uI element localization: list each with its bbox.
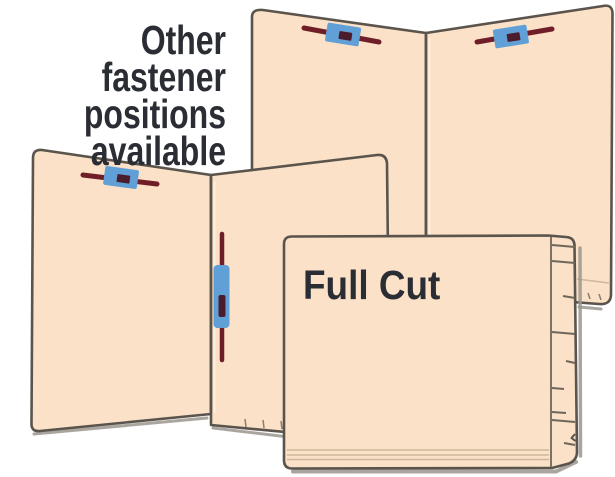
full-cut-label: Full Cut xyxy=(303,262,441,308)
full-cut-bottom-score-lines xyxy=(287,449,549,461)
left-folder-shadow xyxy=(32,416,209,436)
annotation-other-fastener-positions: Other fastener positions available xyxy=(83,17,226,174)
left-folder-left-panel xyxy=(30,148,213,433)
fastener-slot xyxy=(116,174,131,184)
fastener-slot xyxy=(338,31,353,41)
fastener-slot xyxy=(506,32,521,42)
fastener-vertical xyxy=(213,231,230,363)
fastener-front-top xyxy=(80,165,160,190)
end-tab-ticks xyxy=(551,244,576,446)
back-folder-right-panel xyxy=(424,4,614,306)
full-cut-body xyxy=(282,234,579,470)
full-cut-right-shadow xyxy=(578,246,583,458)
full-cut-folder xyxy=(282,234,583,474)
back-folder-score-line xyxy=(576,278,610,284)
full-cut-bottom-shadow xyxy=(291,460,578,474)
fastener-back-left xyxy=(301,22,382,47)
end-tab-notch xyxy=(570,433,577,442)
fastener-slot xyxy=(218,295,226,317)
back-folder-score-ticks xyxy=(587,292,602,301)
middle-panel-bottom-ticks xyxy=(244,418,283,430)
fastener-back-right xyxy=(474,24,555,49)
back-folder-shadow xyxy=(577,305,603,311)
